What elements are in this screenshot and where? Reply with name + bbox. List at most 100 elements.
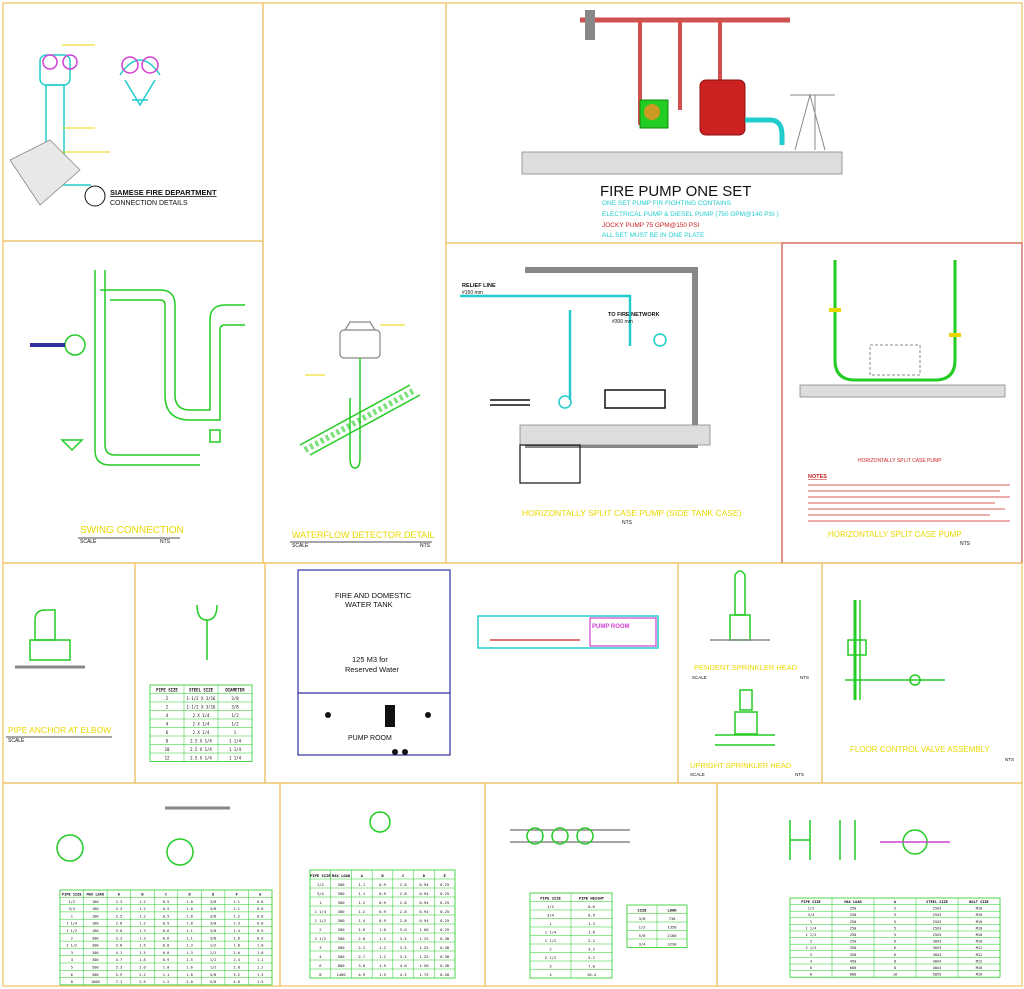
table-cell: 1.3 bbox=[186, 944, 193, 948]
hsc-side-drawing: RELIEF LINE #150 mm TO FIRE NETWORK #300… bbox=[460, 267, 711, 484]
table-cell: 6 bbox=[894, 940, 896, 944]
table-cell: 0.8 bbox=[163, 951, 170, 955]
fire-pump-tank-frame bbox=[794, 93, 826, 151]
hsc-side-sump bbox=[519, 444, 581, 484]
table-cell: 3 bbox=[810, 953, 812, 957]
table-header-cell: A bbox=[118, 892, 121, 896]
table-cell: 0.94 bbox=[419, 900, 429, 905]
upright-branch-pipe bbox=[715, 734, 775, 746]
table-cell: 3/4 bbox=[639, 941, 647, 946]
table-cell: 600 bbox=[850, 966, 857, 970]
table-cell: 2 X 1/4 bbox=[193, 721, 210, 726]
table-cell: 0.9 bbox=[379, 882, 387, 887]
table-cell: M10 bbox=[976, 907, 983, 911]
table-cell: 1.75 bbox=[419, 972, 428, 977]
table-cell: 300 bbox=[92, 958, 99, 962]
diesel-pump-body bbox=[699, 79, 746, 136]
table-cell: 2.8 bbox=[400, 918, 408, 923]
table-cell: 2.0 bbox=[139, 965, 146, 969]
table-header-cell: C bbox=[402, 873, 404, 878]
table-cell: 25X3 bbox=[933, 920, 942, 924]
table-cell: 500 bbox=[92, 965, 99, 969]
table-cell: 1/2 bbox=[639, 924, 646, 929]
waterflow-scale: SCALE bbox=[292, 543, 309, 549]
table-cell: 1.1 bbox=[358, 882, 366, 887]
sprinkler-drawings bbox=[710, 570, 775, 746]
table-cell: 0.5 bbox=[163, 914, 170, 918]
table-cell: 300 bbox=[92, 936, 99, 940]
table-cell: 5 bbox=[894, 933, 896, 937]
table-cell: 1/2 bbox=[210, 958, 217, 962]
table-cell: 1.0 bbox=[186, 914, 193, 918]
table-cell: 1.2 bbox=[257, 965, 264, 969]
table-cell: 10 bbox=[165, 747, 170, 752]
table-cell: 300 bbox=[92, 944, 99, 948]
table-cell: M10 bbox=[976, 933, 983, 937]
siamese-body bbox=[39, 54, 71, 86]
table-cell: 1 1/2 bbox=[806, 933, 817, 937]
clamp-pipe bbox=[369, 811, 391, 833]
hsc-pump-title: HORIZONTALLY SPLIT CASE PUMP bbox=[828, 530, 962, 539]
waterflow-pipe bbox=[299, 384, 421, 456]
pump-room-label: PUMP ROOM bbox=[348, 735, 392, 742]
table-cell: 0.38 bbox=[440, 954, 450, 959]
pipe-anchor-elbow bbox=[34, 609, 56, 641]
table-cell: 3 bbox=[71, 951, 73, 955]
table-cell: 500 bbox=[338, 945, 346, 950]
table-cell: 0.25 bbox=[440, 882, 449, 887]
table-frame bbox=[149, 684, 253, 762]
table-cell: 8 bbox=[166, 738, 169, 743]
table-cell: 2.2 bbox=[139, 973, 146, 977]
table-cell: 30X3 bbox=[933, 953, 942, 957]
table-cell: 300 bbox=[338, 900, 346, 905]
swing-nts: NTS bbox=[160, 539, 171, 545]
table-cell: M10 bbox=[976, 920, 983, 924]
table-cell: 0.9 bbox=[379, 900, 387, 905]
table-cell: 1 1/4 bbox=[229, 738, 242, 743]
swing-connection-drawing bbox=[30, 270, 245, 466]
fire-pump-valve-top bbox=[585, 10, 595, 40]
pump-room-drain-4 bbox=[402, 749, 408, 755]
table-cell: 1.5 bbox=[139, 944, 146, 948]
table-header-cell: D bbox=[423, 873, 426, 878]
table-cell: 300 bbox=[338, 882, 346, 887]
table-cell: 5/8 bbox=[210, 973, 217, 977]
electric-pump-motor bbox=[644, 104, 660, 120]
table-cell: 2 bbox=[810, 940, 812, 944]
hsc-side-network-pipe bbox=[560, 294, 632, 346]
table-cell: 0.9 bbox=[379, 891, 387, 896]
table-cell: 3.2 bbox=[233, 973, 240, 977]
table-cell: 10.4 bbox=[587, 972, 597, 977]
table-cell: 0.9 bbox=[379, 909, 387, 914]
table-cell: 1 1/4 bbox=[66, 922, 77, 926]
table-cell: 1.0 bbox=[163, 965, 170, 969]
pump-room-section-room bbox=[589, 617, 657, 647]
table-cell: 40X4 bbox=[933, 959, 942, 963]
table-cell: 1.6 bbox=[233, 936, 240, 940]
table-header-cell: STEEL SIZE bbox=[189, 687, 214, 692]
table-cell: 3/8 bbox=[210, 907, 217, 911]
table-cell: 4 bbox=[319, 954, 322, 959]
swing-main-pipe-inner bbox=[104, 270, 200, 456]
hsc-pump-nts: NTS bbox=[960, 541, 971, 547]
hsc-side-floor bbox=[519, 424, 711, 446]
upright-frame bbox=[739, 689, 753, 711]
floor-control-valve bbox=[847, 639, 867, 656]
table-cell: 1.1 bbox=[186, 929, 193, 933]
table-cell: 1/2 bbox=[69, 900, 76, 904]
table-cell: 7.1 bbox=[116, 980, 123, 984]
table-cell: 0.8 bbox=[257, 914, 264, 918]
table-cell: 500 bbox=[338, 936, 346, 941]
table-cell: 350 bbox=[850, 953, 857, 957]
table-cell: 1.0 bbox=[186, 922, 193, 926]
table-cell: 8 bbox=[894, 966, 896, 970]
table-cell: 1.2 bbox=[379, 936, 386, 941]
table-cell: 3.5 bbox=[400, 936, 407, 941]
table-cell: 3.3 bbox=[116, 936, 123, 940]
table-cell: 1.50 bbox=[419, 963, 429, 968]
table-cell: 3/8 bbox=[231, 696, 239, 701]
table-cell: 6 bbox=[894, 946, 896, 950]
pipe-anchor-title: PIPE ANCHOR AT ELBOW bbox=[8, 725, 111, 735]
table-cell: 5 bbox=[894, 907, 896, 911]
table-cell: 4.5 bbox=[400, 972, 407, 977]
